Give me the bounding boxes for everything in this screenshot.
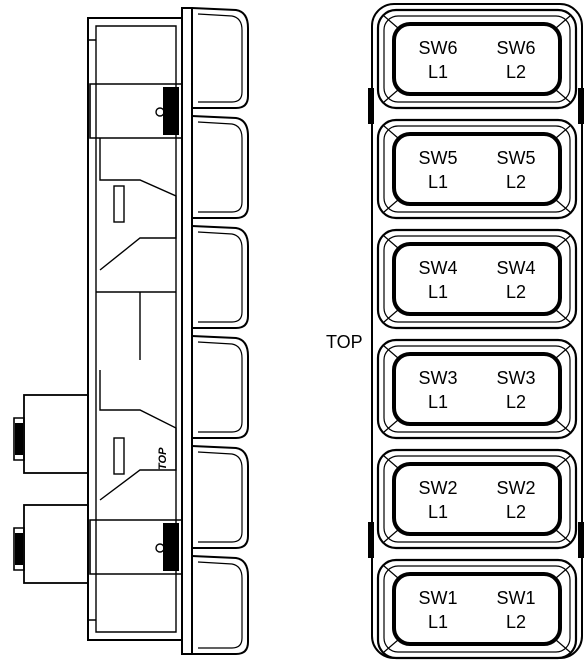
- switch-left-line2: L1: [428, 282, 448, 302]
- switch-right-line2: L2: [506, 282, 526, 302]
- switch-right-line1: SW5: [496, 148, 535, 168]
- switch-corner-line: [383, 15, 399, 29]
- switch-corner-line: [555, 565, 571, 579]
- switch-right-line1: SW4: [496, 258, 535, 278]
- switch-corner-line: [555, 125, 571, 139]
- switch-inner-bezel: [383, 235, 571, 323]
- switch-sw3[interactable]: [376, 338, 578, 440]
- switch-corner-line: [383, 529, 399, 543]
- switch-left-line2: L1: [428, 392, 448, 412]
- switch-left-line1: SW6: [418, 38, 457, 58]
- switch-right-line1: SW1: [496, 588, 535, 608]
- switch-corner-line: [555, 89, 571, 103]
- switch-corner-line: [555, 15, 571, 29]
- switch-corner-line: [555, 235, 571, 249]
- switch-corner-line: [383, 235, 399, 249]
- switch-sw2[interactable]: [376, 448, 578, 550]
- switch-right-line2: L2: [506, 172, 526, 192]
- switch-outer-bezel: [376, 118, 578, 220]
- side-rocker-caps: [191, 7, 249, 655]
- switch-outer-bezel: [376, 8, 578, 110]
- switch-left-line1: SW3: [418, 368, 457, 388]
- switch-inner-bezel: [383, 345, 571, 433]
- switch-left-line2: L1: [428, 502, 448, 522]
- side-top-label: TOP: [157, 447, 169, 470]
- switch-corner-line: [383, 89, 399, 103]
- switch-outer-bezel: [376, 228, 578, 330]
- switch-sw6[interactable]: [376, 8, 578, 110]
- switch-corner-line: [555, 529, 571, 543]
- switch-right-line2: L2: [506, 62, 526, 82]
- switch-corner-line: [383, 125, 399, 139]
- switch-right-line2: L2: [506, 392, 526, 412]
- switch-inner-bezel: [383, 565, 571, 653]
- switch-corner-line: [555, 639, 571, 653]
- side-view: [13, 7, 249, 655]
- switch-corner-line: [383, 309, 399, 323]
- switch-left-line1: SW1: [418, 588, 457, 608]
- switch-outer-bezel: [376, 338, 578, 440]
- switch-corner-line: [555, 199, 571, 213]
- switch-outer-bezel: [376, 448, 578, 550]
- switch-outer-bezel: [376, 558, 578, 660]
- switch-right-line1: SW3: [496, 368, 535, 388]
- switch-sw4[interactable]: [376, 228, 578, 330]
- switch-corner-line: [555, 309, 571, 323]
- switch-corner-line: [383, 199, 399, 213]
- switch-face: [392, 242, 562, 316]
- switch-corner-line: [383, 419, 399, 433]
- switch-corner-line: [383, 455, 399, 469]
- switch-sw5[interactable]: [376, 118, 578, 220]
- top-label: TOP: [326, 332, 363, 352]
- switch-face: [392, 22, 562, 96]
- switch-inner-bezel: [383, 455, 571, 543]
- front-view: [368, 3, 584, 660]
- switch-corner-line: [555, 455, 571, 469]
- switch-face: [392, 572, 562, 646]
- switch-left-line2: L1: [428, 612, 448, 632]
- switch-left-line1: SW4: [418, 258, 457, 278]
- switch-left-line1: SW2: [418, 478, 457, 498]
- switch-right-line1: SW2: [496, 478, 535, 498]
- switch-corner-line: [383, 639, 399, 653]
- switch-corner-line: [555, 345, 571, 359]
- switch-sw1[interactable]: [376, 558, 578, 660]
- switch-corner-line: [383, 345, 399, 359]
- switch-left-line2: L1: [428, 62, 448, 82]
- switch-right-line1: SW6: [496, 38, 535, 58]
- switch-left-line2: L1: [428, 172, 448, 192]
- switch-face: [392, 352, 562, 426]
- switch-inner-bezel: [383, 15, 571, 103]
- switch-right-line2: L2: [506, 502, 526, 522]
- switch-right-line2: L2: [506, 612, 526, 632]
- switch-face: [392, 462, 562, 536]
- switch-face: [392, 132, 562, 206]
- switch-inner-bezel: [383, 125, 571, 213]
- switch-left-line1: SW5: [418, 148, 457, 168]
- switch-corner-line: [383, 565, 399, 579]
- switch-corner-line: [555, 419, 571, 433]
